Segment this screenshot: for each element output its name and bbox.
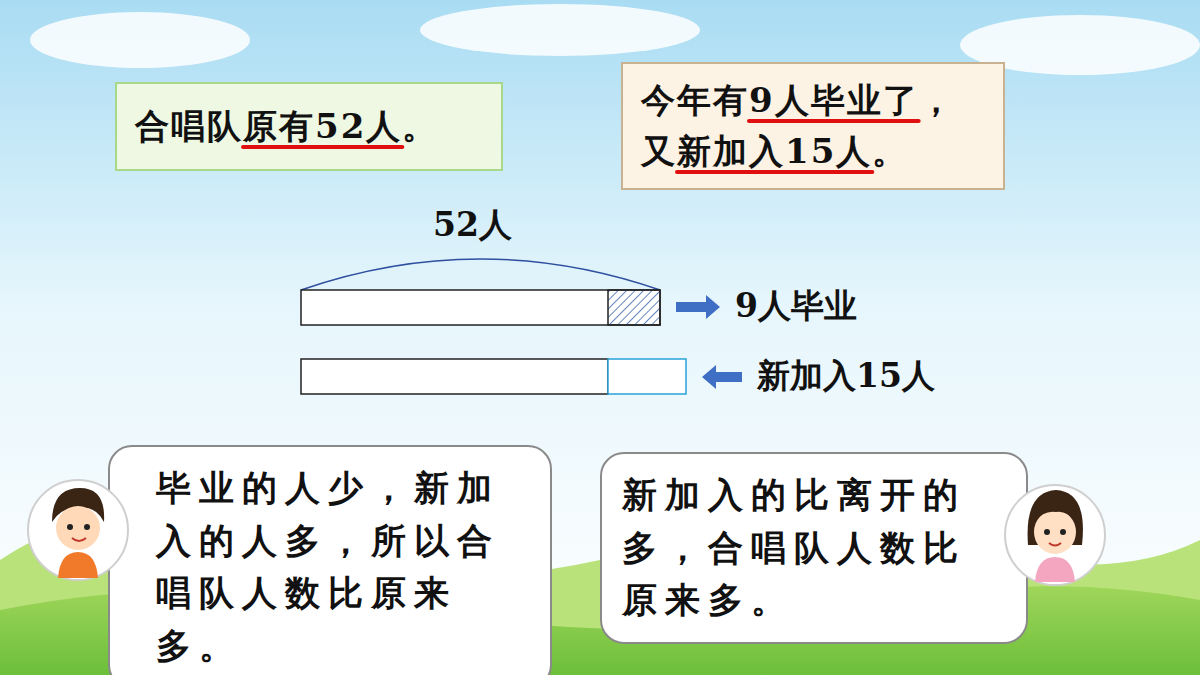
new-part xyxy=(608,359,686,394)
boy-avatar xyxy=(28,480,128,580)
graduated-label: 9人毕业 xyxy=(735,286,857,326)
girl-avatar xyxy=(1005,485,1105,585)
remaining-bar xyxy=(301,359,608,394)
girl-speech-bubble: 新加入的比离开的多，合唱队人数比原来多。 xyxy=(600,452,1028,644)
new-members-label: 新加入15人 xyxy=(757,356,935,396)
clouds xyxy=(30,4,1200,75)
change-box: 今年有9人毕业了， 又新加入15人。 xyxy=(621,62,1005,190)
key-underline xyxy=(677,170,872,174)
fact-text: 合唱队原有52人。 xyxy=(135,101,483,152)
girl-speech: 新加入的比离开的多，合唱队人数比原来多。 xyxy=(622,469,984,627)
fact-box: 合唱队原有52人。 xyxy=(115,82,503,171)
change-text: 今年有9人毕业了， 又新加入15人。 xyxy=(641,75,971,177)
graduated-part xyxy=(608,290,660,325)
total-brace xyxy=(301,259,660,290)
out-arrow xyxy=(676,295,720,319)
key-underline xyxy=(749,119,919,123)
total-label: 52人 xyxy=(433,205,512,245)
boy-speech-bubble: 毕业的人少，新加入的人多，所以合唱队人数比原来多。 xyxy=(108,445,552,675)
boy-speech: 毕业的人少，新加入的人多，所以合唱队人数比原来多。 xyxy=(156,462,528,672)
key-underline xyxy=(243,145,402,149)
original-bar xyxy=(301,290,660,325)
in-arrow xyxy=(702,365,742,389)
